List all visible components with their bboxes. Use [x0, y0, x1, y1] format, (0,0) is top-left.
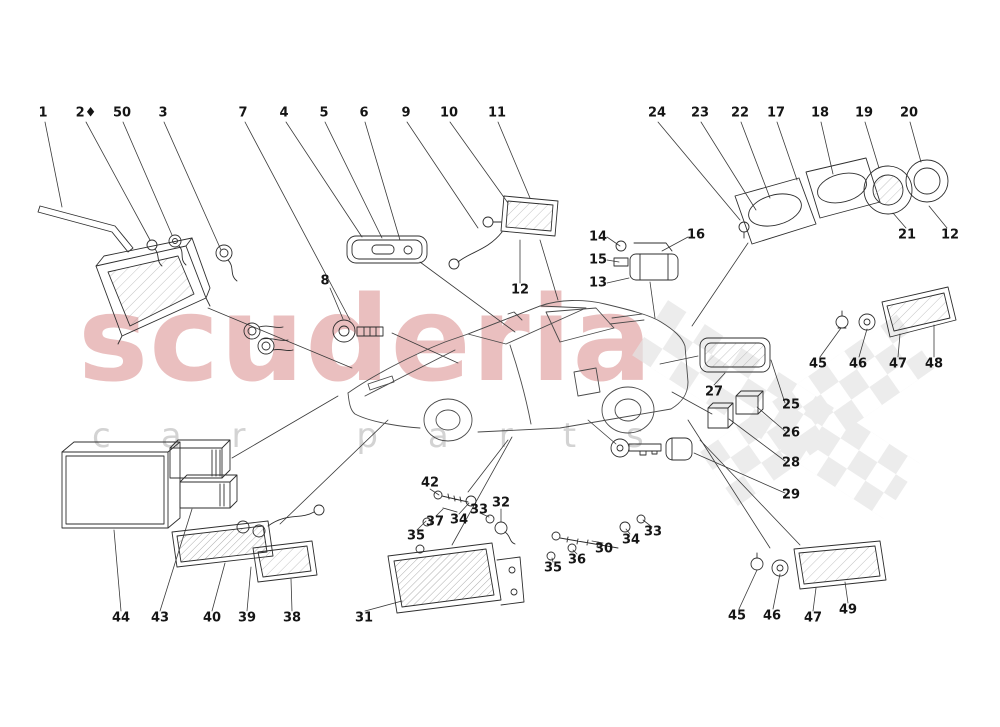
part-number-label: 5: [319, 105, 329, 121]
part-ignition-key: [610, 437, 693, 461]
part-number-label: 19: [854, 105, 874, 121]
part-control-unit: [61, 441, 181, 529]
part-number-label: 35: [406, 528, 426, 544]
part-number-label: 1: [38, 105, 48, 121]
part-number-label: 43: [150, 610, 170, 626]
part-switch-and-bolt: [332, 319, 384, 343]
part-number-label: 29: [781, 487, 801, 503]
part-number-label: 16: [686, 227, 706, 243]
part-number-label: 34: [449, 512, 469, 528]
checkered-flag-watermark: [632, 300, 935, 519]
part-number-label: 40: [202, 610, 222, 626]
part-screws-bulbs-left: [422, 490, 516, 545]
part-number-label: 31: [354, 610, 374, 626]
part-number-label: 24: [647, 105, 667, 121]
part-number-label: 33: [643, 524, 663, 540]
part-number-label: 48: [924, 356, 944, 372]
part-number-label: 2♦: [75, 105, 97, 121]
part-wire-connectors: [243, 322, 294, 355]
part-number-label: 23: [690, 105, 710, 121]
part-number-label: 33: [469, 502, 489, 518]
part-number-label: 37: [425, 514, 445, 530]
part-number-label: 34: [621, 532, 641, 548]
part-number-label: 15: [588, 252, 608, 268]
part-flasher-relay: [613, 240, 679, 281]
watermark-subtitle: car parts: [92, 416, 694, 456]
part-front-turn-lamps: [171, 504, 325, 583]
part-number-label: 8: [320, 273, 330, 289]
part-fog-lamp: [387, 542, 525, 614]
part-connector-blocks: [707, 390, 764, 429]
part-trim-strip: [37, 205, 134, 253]
part-number-label: 36: [567, 552, 587, 568]
part-number-label: 47: [803, 610, 823, 626]
part-number-label: 45: [808, 356, 828, 372]
part-number-label: 21: [897, 227, 917, 243]
part-number-label: 27: [704, 384, 724, 400]
part-number-label: 17: [766, 105, 786, 121]
part-number-label: 32: [491, 495, 511, 511]
part-number-label: 7: [238, 105, 248, 121]
part-number-label: 20: [899, 105, 919, 121]
part-number-label: 18: [810, 105, 830, 121]
part-marker-lamp: [699, 337, 771, 373]
part-number-label: 38: [282, 610, 302, 626]
part-side-repeater-lower: [750, 540, 887, 590]
part-number-label: 42: [420, 475, 440, 491]
part-number-label: 49: [838, 602, 858, 618]
part-door-lamp: [448, 195, 559, 270]
part-number-label: 10: [439, 105, 459, 121]
part-number-label: 44: [111, 610, 131, 626]
part-number-label: 50: [112, 105, 132, 121]
part-number-label: 4: [279, 105, 289, 121]
part-number-label: 47: [888, 356, 908, 372]
part-bulb-sensors: [146, 234, 238, 282]
part-number-label: 39: [237, 610, 257, 626]
part-number-label: 46: [848, 356, 868, 372]
part-number-label: 6: [359, 105, 369, 121]
part-number-label: 3: [158, 105, 168, 121]
part-number-label: 46: [762, 608, 782, 624]
part-number-label: 11: [487, 105, 507, 121]
part-number-label: 9: [401, 105, 411, 121]
leader-lines: [44, 121, 948, 612]
part-number-label: 12: [510, 282, 530, 298]
part-number-label: 45: [727, 608, 747, 624]
part-headlamp-assembly: [95, 237, 211, 345]
part-number-label: 26: [781, 425, 801, 441]
part-number-label: 28: [781, 455, 801, 471]
part-rear-lamps: [734, 157, 949, 245]
part-number-label: 12: [940, 227, 960, 243]
part-screws-bulbs-center: [546, 514, 646, 561]
part-number-label: 22: [730, 105, 750, 121]
part-number-label: 14: [588, 229, 608, 245]
part-number-label: 35: [543, 560, 563, 576]
part-side-repeater-upper: [835, 286, 957, 338]
car-silhouette: [347, 300, 689, 442]
part-number-label: 25: [781, 397, 801, 413]
part-relays: [169, 439, 238, 509]
part-number-label: 30: [594, 541, 614, 557]
part-number-label: 13: [588, 275, 608, 291]
part-interior-lamp: [346, 235, 428, 264]
